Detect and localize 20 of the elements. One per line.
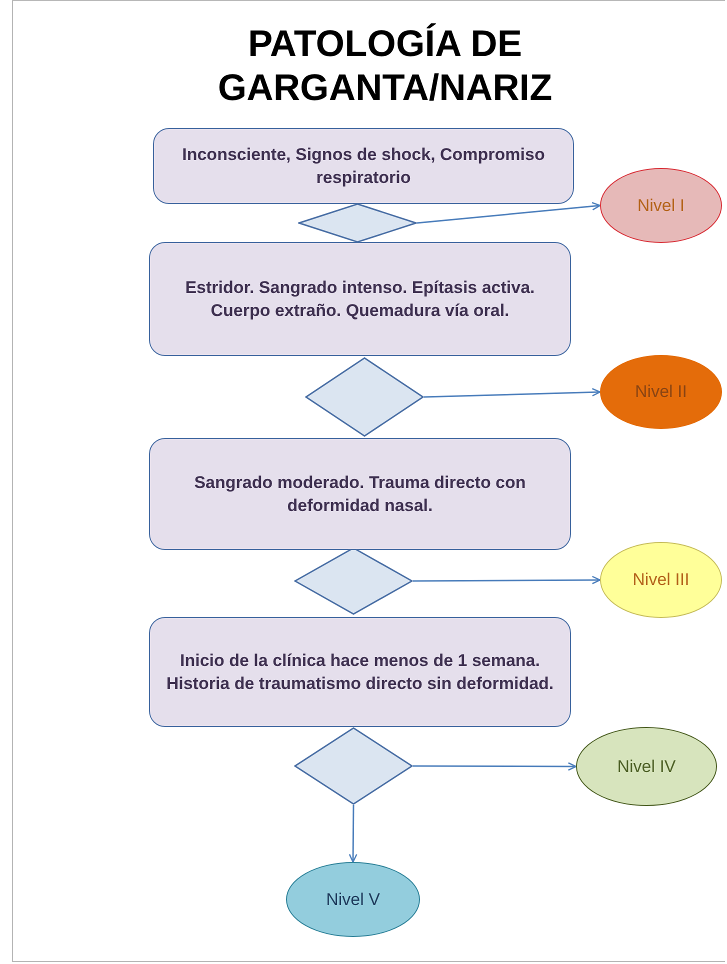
criteria-text: Inicio de la clínica hace menos de 1 semana. Historia de traumatismo directo sin deformidad. [165, 650, 555, 695]
level-label: Nivel V [325, 888, 381, 910]
criteria-box [149, 242, 571, 356]
arrow [424, 388, 601, 398]
title: PATOLOGÍA DE GARGANTA/NARIZ [216, 22, 554, 110]
decision-diamond [294, 547, 413, 615]
criteria-text: Inconsciente, Signos de shock, Compromiso respiratorio [181, 144, 546, 189]
level-label: Nivel I [636, 194, 686, 216]
criteria-box [149, 617, 571, 727]
level-label: Nivel II [634, 381, 688, 403]
level-label: Nivel IV [616, 756, 676, 778]
criteria-text: Estridor. Sangrado intenso. Epítasis activa. Cuerpo extraño. Quemadura vía oral. [184, 277, 536, 322]
arrow [348, 805, 358, 863]
arrow [413, 576, 601, 584]
criteria-box [149, 438, 571, 550]
arrow [413, 762, 577, 771]
criteria-box [153, 128, 574, 204]
criteria-text: Sangrado moderado. Trauma directo con deformidad nasal. [193, 472, 527, 517]
level-label: Nivel III [632, 569, 690, 591]
arrow [416, 202, 601, 224]
